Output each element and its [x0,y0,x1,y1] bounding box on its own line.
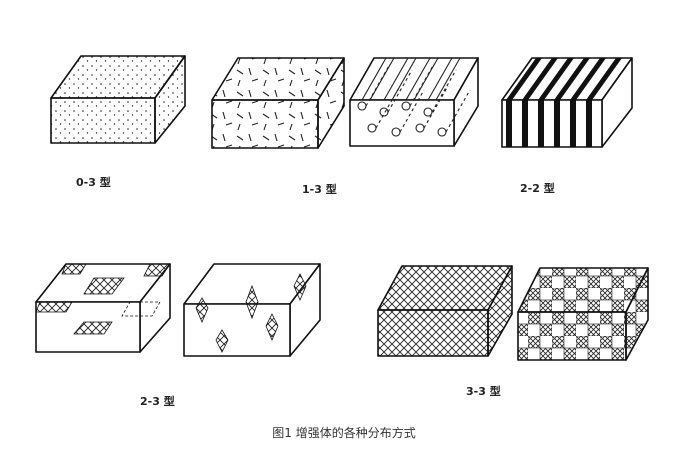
label-0-3: 0-3 型 [76,175,111,189]
figure-caption: 图1 增强体的各种分布方式 [272,425,415,440]
block-3-3-checker [517,267,649,361]
block-0-3 [50,55,186,144]
label-1-3: 1-3 型 [302,182,337,196]
block-1-3-long-fibers [349,57,479,147]
block-3-3-network [377,265,513,357]
block-2-3-plates [35,263,171,353]
label-2-3: 2-3 型 [140,394,175,408]
block-2-2 [501,57,633,148]
block-1-3-short-fibers [211,57,345,149]
label-3-3: 3-3 型 [466,384,501,398]
block-2-3-flakes [183,263,321,357]
label-2-2: 2-2 型 [520,181,555,195]
